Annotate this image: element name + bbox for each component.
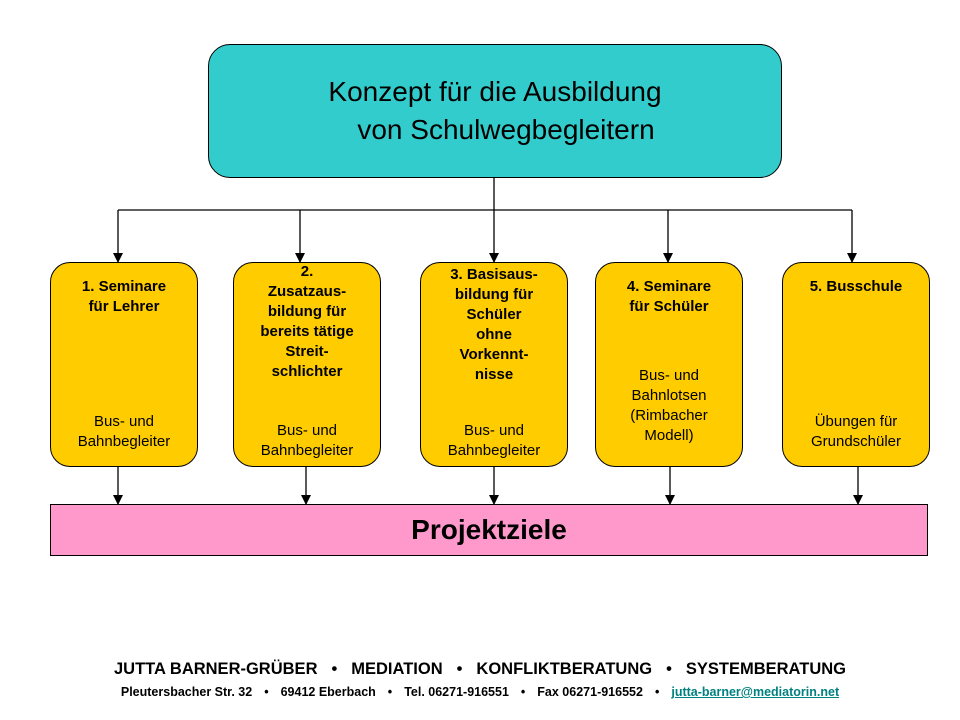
footer-street: Pleutersbacher Str. 32 — [120, 685, 253, 699]
box-5-subtitle: Übungen für Grundschüler — [810, 413, 902, 450]
footer-mediation: MEDIATION — [351, 660, 443, 678]
box-seminare-lehrer: 1. Seminare für Lehrer Bus- und Bahnbegl… — [50, 262, 198, 467]
box-4-subtitle: Bus- und Bahnlotsen (Rimbacher Modell) — [630, 367, 708, 444]
footer-phone: Tel. 06271-916551 — [404, 685, 509, 699]
box-1-subtitle: Bus- und Bahnbegleiter — [77, 413, 171, 450]
box-4-heading: 4. Seminare für Schüler — [626, 278, 712, 315]
bullet-icon: • — [387, 685, 393, 699]
bullet-icon: • — [654, 685, 660, 699]
box-5-heading: 5. Busschule — [809, 278, 903, 295]
footer-name: JUTTA BARNER-GRÜBER — [113, 660, 318, 678]
projektziele-label: Projektziele — [411, 514, 567, 545]
bullet-icon: • — [331, 660, 338, 678]
title-line-2: von Schulwegbegleitern — [357, 114, 655, 145]
bullet-icon: • — [456, 660, 463, 678]
box-seminare-schueler: 4. Seminare für Schüler Bus- und Bahnlot… — [595, 262, 743, 467]
bullet-icon: • — [264, 685, 269, 699]
box-zusatzausbildung: 2. Zusatzaus- bildung für bereits tätige… — [233, 262, 381, 467]
box-1-heading: 1. Seminare für Lehrer — [81, 278, 167, 315]
concept-title-box: Konzept für die Ausbildung von Schulwegb… — [208, 44, 782, 178]
box-3-subtitle: Bus- und Bahnbegleiter — [447, 422, 541, 459]
box-3-heading: 3. Basisaus- bildung für Schüler ohne Vo… — [450, 266, 538, 383]
box-busschule: 5. Busschule Übungen für Grundschüler — [782, 262, 930, 467]
box-2-heading: 2. Zusatzaus- bildung für bereits tätige… — [260, 263, 354, 380]
title-line-1: Konzept für die Ausbildung — [328, 76, 662, 107]
box-2-subtitle: Bus- und Bahnbegleiter — [260, 422, 354, 459]
footer-fax: Fax 06271-916552 — [537, 685, 643, 699]
footer-city: 69412 Eberbach — [280, 685, 376, 699]
bullet-icon: • — [520, 685, 526, 699]
footer-address-line: Pleutersbacher Str. 32 • 69412 Eberbach • Te… — [0, 685, 960, 699]
footer-services-line: JUTTA BARNER-GRÜBER • MEDIATION • KONFLIKTBE… — [0, 660, 960, 679]
footer-email-link[interactable]: jutta-barner@mediatorin.net — [671, 685, 840, 699]
footer-konfliktberatung: KONFLIKTBERATUNG — [476, 660, 653, 678]
footer-systemberatung: SYSTEMBERATUNG — [685, 660, 846, 678]
bullet-icon: • — [666, 660, 672, 678]
projektziele-bar: Projektziele — [50, 504, 928, 556]
box-basisausbildung: 3. Basisaus- bildung für Schüler ohne Vo… — [420, 262, 568, 467]
